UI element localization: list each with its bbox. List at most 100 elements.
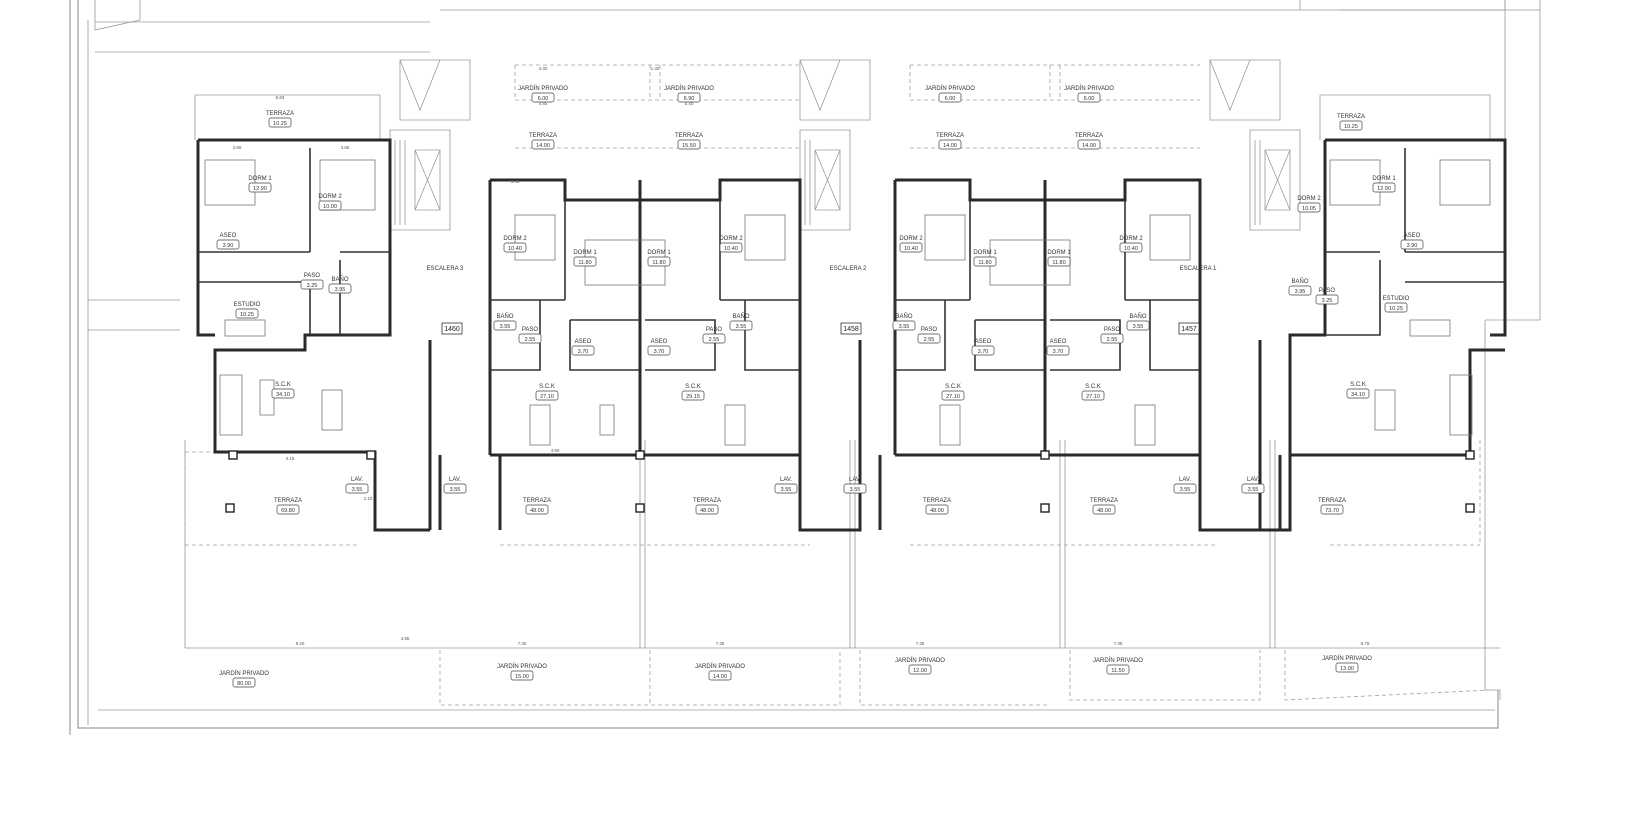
room-name: ESCALERA 2 bbox=[830, 266, 867, 272]
room-area: 6.00 bbox=[538, 96, 549, 102]
dimension-label: 1.30 bbox=[651, 66, 660, 71]
room-name: DORM 2 bbox=[1297, 196, 1321, 202]
area-box bbox=[1119, 242, 1143, 253]
room-area: 3.70 bbox=[978, 349, 989, 355]
room-name: DORM 1 bbox=[248, 176, 272, 182]
room-name: ESCALERA 3 bbox=[427, 266, 464, 272]
room-name: JARDÍN PRIVADO bbox=[925, 85, 975, 92]
unit-code: 1460 bbox=[444, 326, 460, 333]
room-label: TERRAZA 69.80 bbox=[274, 498, 302, 515]
room-name: JARDÍN PRIVADO bbox=[695, 663, 745, 670]
room-name: ASEO bbox=[651, 339, 668, 345]
room-name: TERRAZA bbox=[1337, 114, 1365, 120]
room-area: 3.55 bbox=[781, 487, 792, 493]
room-name: PASO bbox=[1319, 288, 1336, 294]
room-name: PASO bbox=[304, 273, 321, 279]
area-box bbox=[1081, 390, 1105, 401]
dimension-label: 3.85 bbox=[233, 145, 242, 150]
room-area: 27.10 bbox=[1086, 394, 1100, 400]
room-area: 10.40 bbox=[1124, 246, 1138, 252]
room-label: LAV.3.55 bbox=[1241, 477, 1265, 494]
room-name: ASEO bbox=[1404, 233, 1421, 239]
area-box bbox=[938, 139, 962, 150]
room-name: ESCALERA 1 bbox=[1180, 266, 1217, 272]
area-box bbox=[248, 182, 272, 193]
room-area: 11.50 bbox=[1111, 668, 1124, 674]
room-area: 3.55 bbox=[736, 324, 747, 330]
area-box bbox=[1320, 504, 1344, 515]
room-name: S.C.K bbox=[1350, 382, 1366, 388]
room-name: JARDÍN PRIVADO bbox=[219, 670, 269, 677]
room-label: DORM 111.80 bbox=[647, 250, 671, 267]
room-area: 29.15 bbox=[686, 394, 700, 400]
area-box bbox=[647, 345, 671, 356]
area-box bbox=[1335, 662, 1359, 673]
room-name: BAÑO bbox=[732, 313, 749, 320]
area-box bbox=[525, 504, 549, 515]
dimension-label: 3.65 bbox=[341, 145, 350, 150]
room-name: ESTUDIO bbox=[234, 302, 261, 308]
area-box bbox=[971, 345, 995, 356]
dimension-label: 4.30 bbox=[539, 66, 548, 71]
room-area: 27.10 bbox=[540, 394, 554, 400]
room-area: 10.25 bbox=[1389, 306, 1403, 312]
dimension-label: 4.15 bbox=[286, 456, 295, 461]
room-name: DORM 1 bbox=[1372, 176, 1396, 182]
room-area: 3.55 bbox=[1180, 487, 1191, 493]
area-box bbox=[271, 388, 295, 399]
room-name: ASEO bbox=[220, 233, 237, 239]
room-name: TERRAZA bbox=[274, 498, 302, 504]
room-name: TERRAZA bbox=[923, 498, 951, 504]
room-name: JARDÍN PRIVADO bbox=[1322, 655, 1372, 662]
room-name: TERRAZA bbox=[529, 133, 557, 139]
room-label: S.C.K27.10 bbox=[535, 384, 559, 401]
room-name: TERRAZA bbox=[936, 133, 964, 139]
room-area: 48.00 bbox=[1097, 508, 1111, 514]
room-area: 11.80 bbox=[578, 260, 591, 266]
area-box bbox=[345, 483, 369, 494]
unit-code-box bbox=[441, 322, 463, 335]
area-box bbox=[571, 345, 595, 356]
room-area: 14.00 bbox=[943, 143, 957, 149]
room-label: DORM 210.00 bbox=[318, 194, 342, 211]
room-name: LAV. bbox=[1247, 477, 1259, 483]
area-box bbox=[899, 242, 923, 253]
dimension-label: 6.83 bbox=[276, 95, 285, 100]
room-name: ASEO bbox=[575, 339, 592, 345]
room-area: 3.95 bbox=[1295, 289, 1306, 295]
area-box bbox=[1241, 483, 1265, 494]
furniture bbox=[204, 159, 1491, 446]
room-area: 69.80 bbox=[281, 508, 295, 514]
area-box bbox=[938, 92, 962, 103]
room-name: PASO bbox=[522, 327, 539, 333]
area-box bbox=[1339, 120, 1363, 131]
room-name: DORM 2 bbox=[318, 194, 342, 200]
room-area: 11.80 bbox=[652, 260, 665, 266]
room-area: 14.00 bbox=[536, 143, 550, 149]
room-label: ESCALERA 2 bbox=[830, 266, 867, 272]
room-area: 14.00 bbox=[713, 674, 727, 680]
area-box bbox=[941, 390, 965, 401]
area-box bbox=[232, 677, 256, 688]
room-name: LAV. bbox=[449, 477, 461, 483]
room-area: 6.90 bbox=[684, 96, 695, 102]
room-area: 48.00 bbox=[530, 508, 544, 514]
room-label: S.C.K27.10 bbox=[941, 384, 965, 401]
room-area: 12.00 bbox=[913, 668, 927, 674]
room-area: 10.40 bbox=[508, 246, 522, 252]
area-box bbox=[677, 92, 701, 103]
room-area: 6.00 bbox=[945, 96, 956, 102]
